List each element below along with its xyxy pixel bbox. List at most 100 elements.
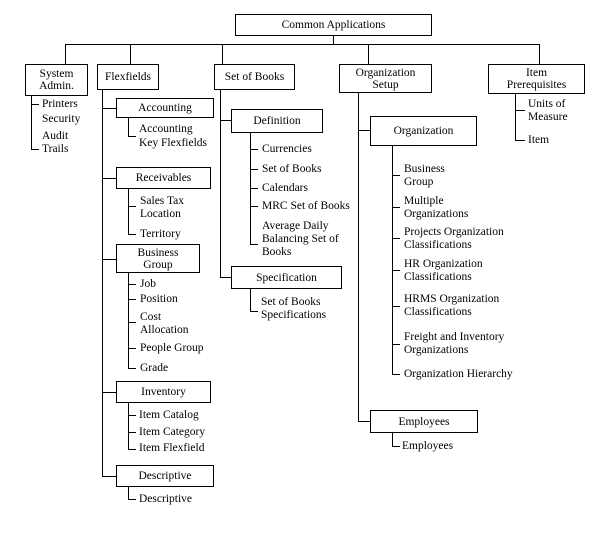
organization-setup-box: Organization Setup	[339, 64, 432, 93]
inventory-item: Item Flexfield	[139, 442, 205, 454]
connector	[102, 259, 116, 260]
business-group-box: Business Group	[116, 244, 200, 273]
system-admin-title-line: Admin.	[39, 80, 74, 92]
connector	[392, 374, 400, 375]
receivables-item: Sales Tax	[140, 195, 185, 207]
connector	[515, 140, 525, 141]
flexfields-box: Flexfields	[97, 64, 159, 90]
organization-item: Organizations	[404, 208, 469, 220]
system-admin-box: System Admin.	[25, 64, 88, 96]
connector	[31, 96, 32, 149]
descriptive-item: Descriptive	[139, 493, 193, 505]
accounting-title: Accounting	[138, 102, 192, 114]
definition-box: Definition	[231, 109, 323, 133]
connector	[392, 238, 400, 239]
connector	[250, 244, 258, 245]
connector	[128, 206, 136, 207]
connector	[333, 35, 334, 44]
descriptive-box: Descriptive	[116, 465, 214, 487]
connector	[392, 175, 400, 176]
connector	[358, 421, 370, 422]
organization-box: Organization	[370, 116, 477, 146]
organization-item: Classifications	[404, 239, 472, 251]
receivables-title: Receivables	[135, 172, 192, 184]
connector	[358, 130, 370, 131]
organization-item: Projects Organization	[404, 226, 504, 238]
connector	[128, 487, 129, 499]
connector	[128, 299, 136, 300]
organization-item: Group	[404, 176, 434, 188]
organization-item: Business	[404, 163, 445, 175]
connector	[65, 44, 539, 45]
connector	[392, 306, 400, 307]
business-group-item: Grade	[140, 362, 169, 374]
accounting-item: Accounting	[139, 123, 193, 135]
connector	[128, 189, 129, 234]
definition-item: MRC Set of Books	[262, 200, 350, 212]
item-prerequisites-item: Item	[528, 134, 550, 146]
connector	[130, 44, 131, 64]
connector	[368, 44, 369, 64]
connector	[358, 92, 359, 421]
connector	[392, 433, 393, 446]
organization-title: Organization	[393, 125, 454, 137]
connector	[128, 118, 129, 136]
definition-item: Average Daily	[262, 220, 329, 232]
organization-item: Multiple	[404, 195, 444, 207]
flexfields-title: Flexfields	[105, 71, 151, 83]
organization-setup-title-line: Organization	[355, 66, 416, 79]
connector	[515, 110, 525, 111]
connector	[128, 284, 136, 285]
organization-item: Organization Hierarchy	[404, 368, 513, 380]
connector	[220, 120, 231, 121]
inventory-item: Item Category	[139, 426, 206, 438]
connector	[250, 149, 258, 150]
specification-title: Specification	[256, 271, 317, 284]
item-prerequisites-title-line: Prerequisites	[506, 79, 567, 91]
root-node-box: Common Applications	[235, 14, 432, 36]
business-group-item: Position	[140, 293, 178, 305]
business-group-title-line: Business	[137, 246, 179, 259]
root-node-label: Common Applications	[281, 19, 386, 31]
connector	[128, 432, 136, 433]
system-admin-item: Security	[42, 113, 81, 125]
receivables-item: Territory	[140, 228, 181, 240]
item-prerequisites-box: Item Prerequisites	[488, 64, 585, 94]
organization-item: HR Organization	[404, 258, 483, 270]
receivables-box: Receivables	[116, 167, 211, 189]
connector	[102, 476, 116, 477]
specification-box: Specification	[231, 266, 342, 289]
item-prerequisites-item: Units of	[528, 98, 566, 110]
definition-item: Calendars	[262, 182, 308, 194]
connector	[250, 169, 258, 170]
item-prerequisites-title-line: Item	[525, 67, 548, 79]
accounting-box: Accounting	[116, 98, 214, 118]
connector	[65, 44, 66, 64]
connector	[220, 90, 221, 277]
connector	[392, 344, 400, 345]
connector	[392, 146, 393, 374]
system-admin-title-line: System	[39, 68, 74, 80]
connector	[392, 446, 400, 447]
definition-item: Books	[262, 246, 292, 258]
connector	[220, 277, 231, 278]
employees-item: Employees	[402, 440, 454, 452]
business-group-item: Job	[140, 278, 156, 290]
connector	[392, 270, 400, 271]
receivables-item: Location	[140, 208, 181, 220]
connector	[128, 449, 136, 450]
connector	[539, 44, 540, 64]
definition-title: Definition	[253, 115, 301, 127]
organization-setup-title-line: Setup	[372, 78, 399, 91]
organization-item: Freight and Inventory	[404, 331, 505, 343]
connector	[250, 311, 258, 312]
business-group-item: People Group	[140, 342, 204, 354]
definition-item: Balancing Set of	[262, 233, 339, 245]
connector	[128, 136, 136, 137]
set-of-books-title: Set of Books	[224, 71, 285, 83]
accounting-item: Key Flexfields	[139, 137, 208, 149]
definition-item: Set of Books	[262, 163, 322, 175]
connector	[222, 44, 223, 64]
organization-item: Classifications	[404, 271, 472, 283]
